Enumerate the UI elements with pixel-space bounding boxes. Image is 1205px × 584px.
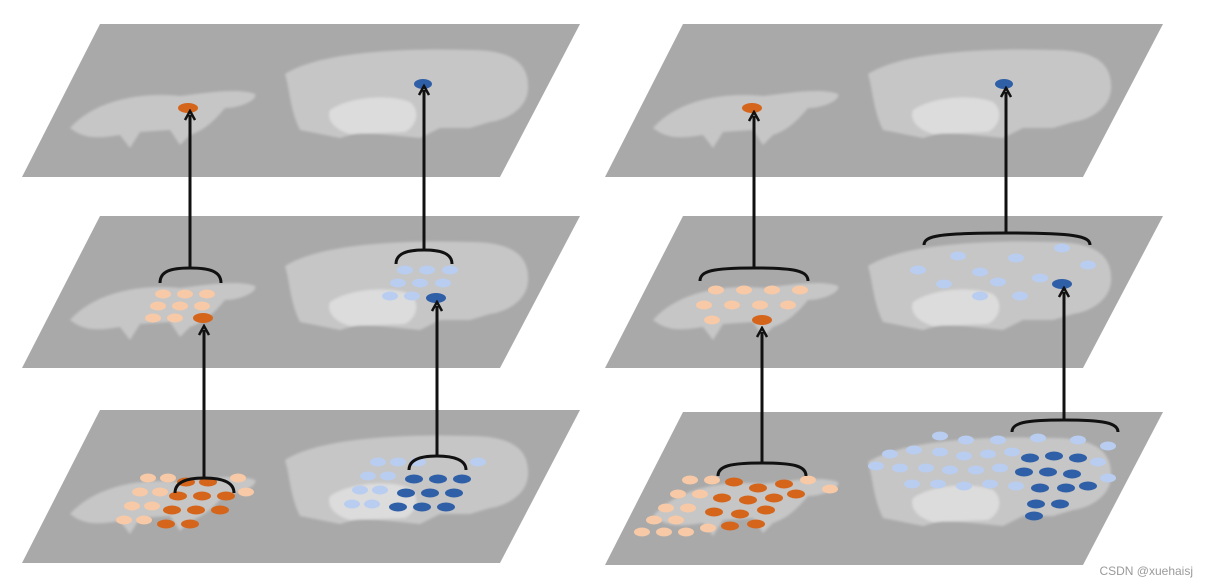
right-sheep-middle-features bbox=[910, 243, 1096, 301]
right-lamb-top-feature bbox=[742, 103, 762, 113]
right-middle-layer bbox=[605, 216, 1163, 368]
left-bottom-layer bbox=[22, 410, 580, 563]
watermark-text: CSDN @xuehaisj bbox=[1099, 564, 1193, 578]
right-sheep-top-feature bbox=[995, 79, 1013, 89]
lamb-middle-features bbox=[145, 289, 215, 323]
right-panel bbox=[605, 24, 1163, 565]
sheep-top-feature bbox=[414, 79, 432, 89]
lamb-bottom-features bbox=[116, 473, 254, 529]
right-lamb-middle-features bbox=[696, 285, 808, 325]
left-top-layer bbox=[22, 24, 580, 177]
right-bottom-layer bbox=[605, 412, 1163, 565]
right-lamb-bottom-features bbox=[634, 475, 838, 537]
right-connections bbox=[698, 92, 1120, 477]
right-sheep-bottom-features bbox=[868, 431, 1116, 521]
right-top-layer bbox=[605, 24, 1163, 177]
left-middle-layer bbox=[22, 216, 580, 368]
sheep-bottom-features bbox=[344, 457, 486, 512]
left-connections bbox=[158, 90, 468, 494]
left-panel bbox=[22, 24, 580, 563]
lamb-top-feature bbox=[178, 103, 198, 113]
